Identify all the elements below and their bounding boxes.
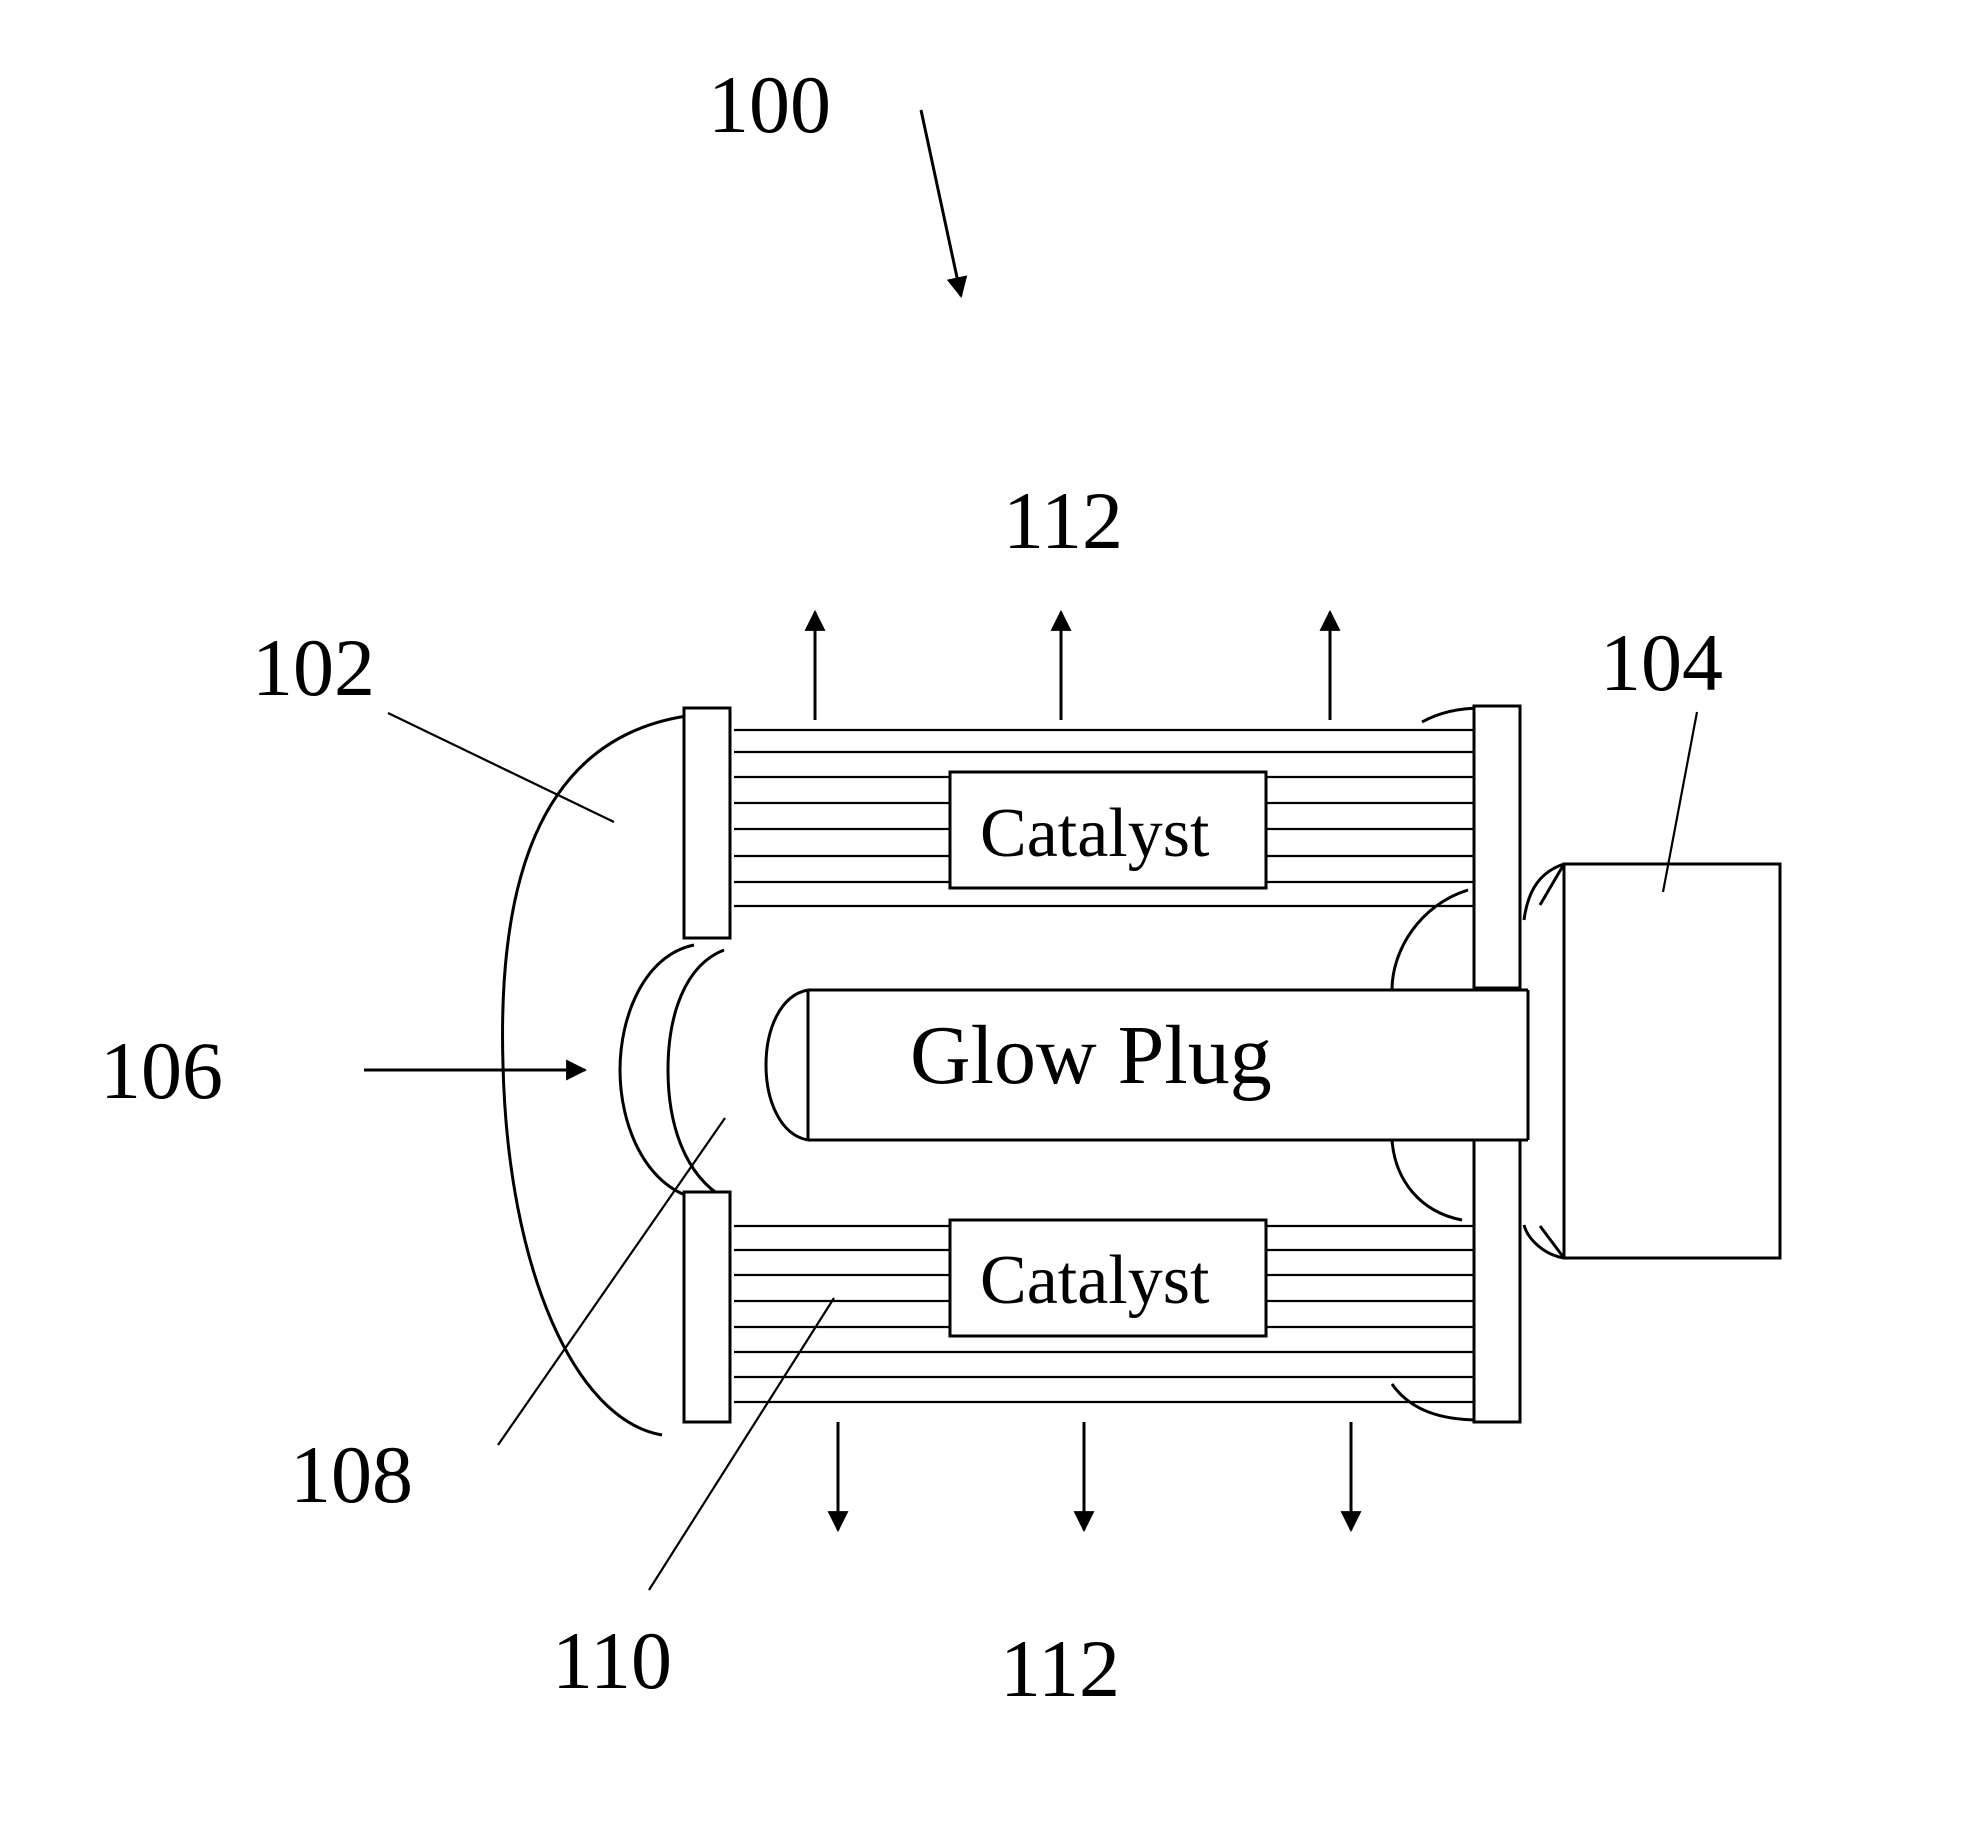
connector-block bbox=[1564, 864, 1780, 1258]
leader-line-110 bbox=[649, 1298, 834, 1590]
glow-plug-label: Glow Plug bbox=[910, 1009, 1272, 1102]
label-112-top: 112 bbox=[1003, 475, 1123, 566]
label-110: 110 bbox=[552, 1615, 672, 1706]
label-112-bottom: 112 bbox=[1000, 1623, 1120, 1714]
right-inner-bottom-curve bbox=[1392, 1140, 1462, 1220]
flow-channel-outer-arc bbox=[620, 945, 694, 1198]
label-102: 102 bbox=[252, 622, 375, 713]
label-108: 108 bbox=[290, 1429, 413, 1520]
label-106: 106 bbox=[100, 1025, 223, 1116]
pointer-arrow-100 bbox=[921, 110, 961, 296]
label-100: 100 bbox=[708, 59, 831, 150]
header-plate-bottom-right bbox=[1474, 1140, 1520, 1422]
header-plate-top-left bbox=[684, 708, 730, 938]
header-plate-top-right bbox=[1474, 706, 1520, 988]
catalyst-label-bottom: Catalyst bbox=[980, 1242, 1210, 1319]
catalyst-label-top: Catalyst bbox=[980, 795, 1210, 872]
inlet-shell bbox=[503, 715, 694, 1435]
header-plate-bottom-left bbox=[684, 1192, 730, 1422]
label-104: 104 bbox=[1600, 617, 1723, 708]
